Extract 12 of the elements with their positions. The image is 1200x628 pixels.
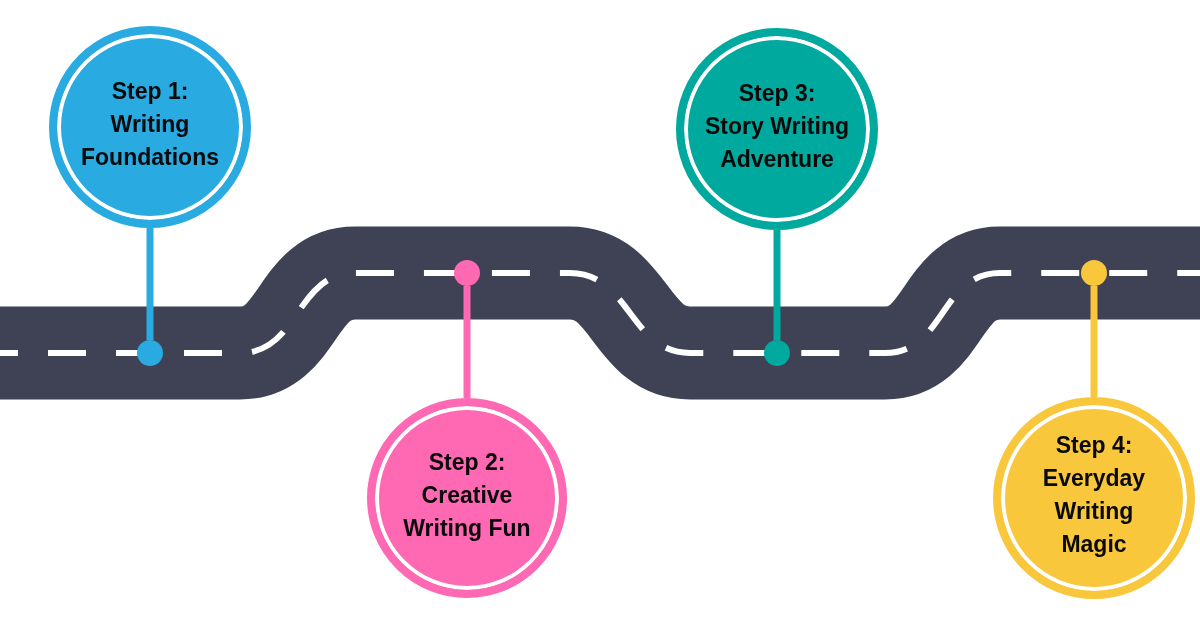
connector-line [1090, 286, 1098, 397]
step-title: Writing Foundations [80, 109, 220, 172]
step-heading: Step 3: [738, 78, 816, 108]
step-title: Story Writing Adventure [704, 111, 850, 174]
connector-line [146, 228, 154, 340]
step-heading: Step 1: [111, 76, 189, 106]
step-heading: Step 2: [428, 447, 506, 477]
step-title: Everyday Writing Magic [1041, 464, 1147, 559]
connector-line [463, 286, 471, 398]
connector-line [773, 230, 781, 340]
step-heading: Step 4: [1055, 431, 1133, 460]
step-title: Creative Writing Fun [402, 480, 532, 543]
